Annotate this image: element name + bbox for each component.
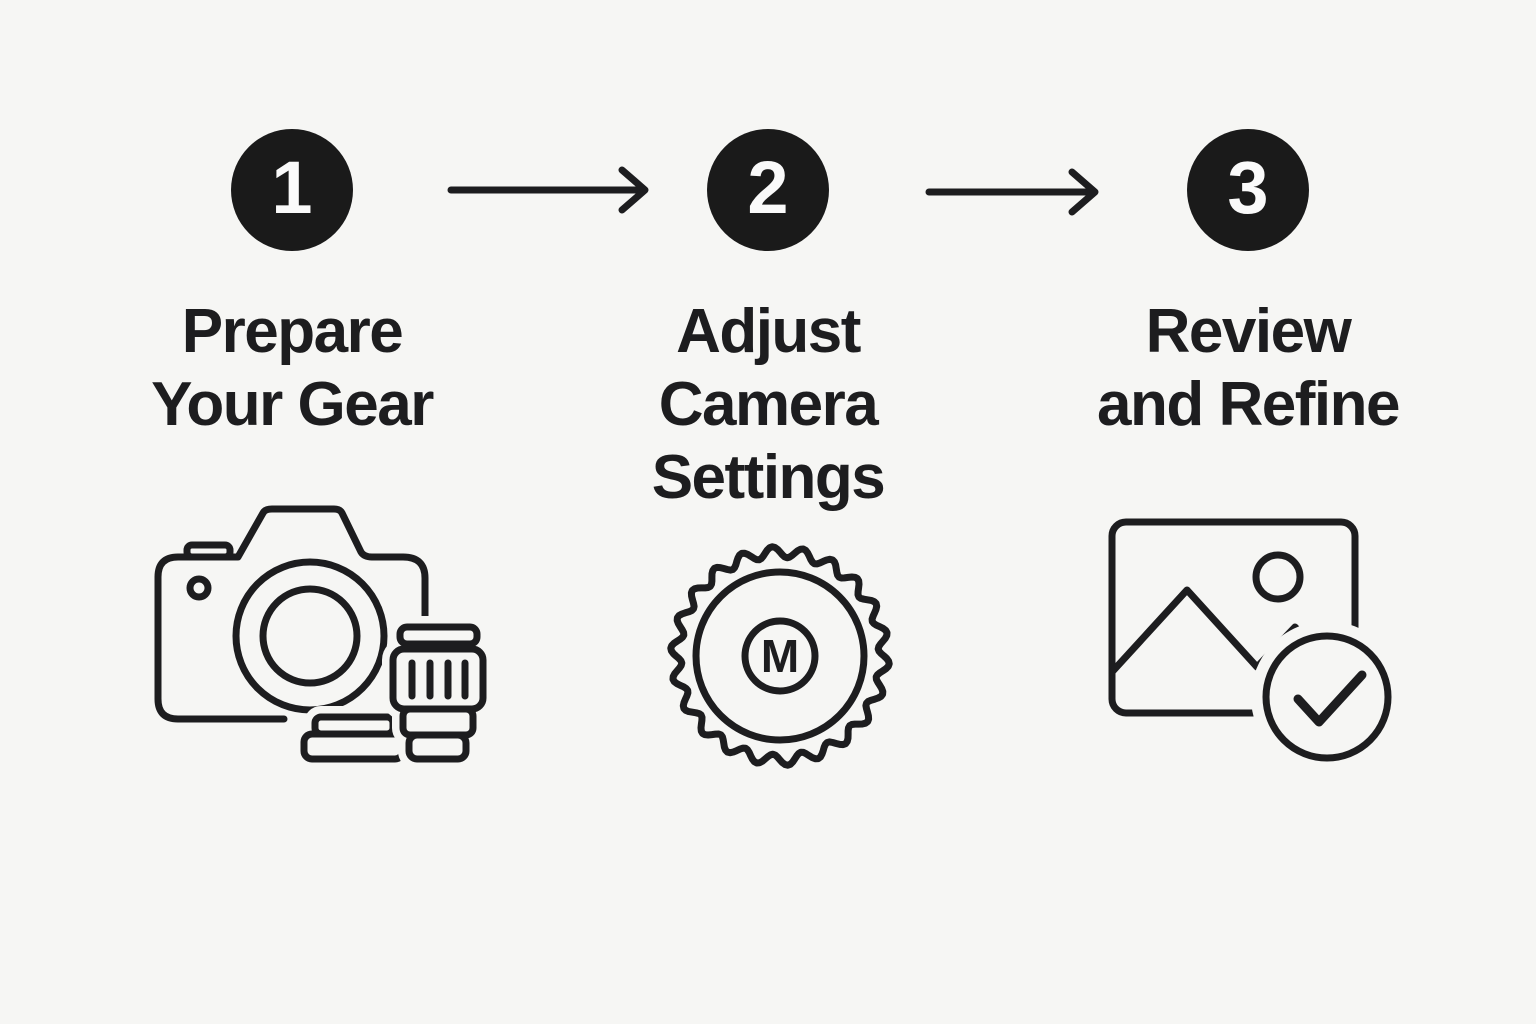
step-2-number: 2 bbox=[747, 146, 789, 229]
arrow-right-icon bbox=[447, 166, 649, 214]
step-3-number: 3 bbox=[1227, 146, 1269, 229]
step-3-title: Review and Refine bbox=[1097, 297, 1400, 439]
dial-mode-letter: M bbox=[761, 630, 799, 682]
step-1-number-badge: 1 bbox=[231, 129, 353, 251]
step-2-number-badge: 2 bbox=[707, 129, 829, 251]
camera-with-lenses-icon bbox=[154, 505, 492, 770]
arrow-right-icon bbox=[925, 168, 1099, 216]
step-1: 1 Prepare Your Gear bbox=[62, 129, 522, 441]
step-1-number: 1 bbox=[271, 146, 313, 229]
step-3: 3 Review and Refine bbox=[1018, 129, 1478, 441]
spare-lens bbox=[382, 616, 492, 770]
dial-wavy-ring bbox=[667, 543, 893, 769]
step-3-number-badge: 3 bbox=[1187, 129, 1309, 251]
lens-cap bbox=[293, 706, 414, 770]
camera-mode-dial-icon: M bbox=[667, 543, 893, 769]
step-2-title: Adjust Camera Settings bbox=[651, 297, 886, 512]
photo-with-checkmark-icon bbox=[1108, 518, 1403, 773]
step-1-title: Prepare Your Gear bbox=[151, 297, 434, 439]
step-2: 2 Adjust Camera Settings bbox=[538, 129, 998, 514]
